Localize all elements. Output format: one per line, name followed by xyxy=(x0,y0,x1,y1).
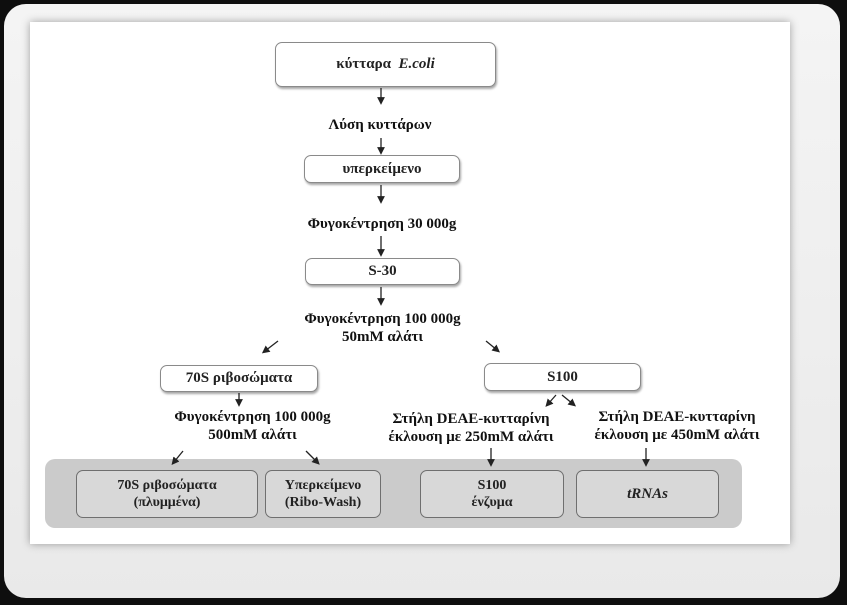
arrow-cent500-to-washed xyxy=(171,450,184,466)
node-s30: S-30 xyxy=(305,258,460,285)
node-enzyme-line1: S100 xyxy=(477,478,507,493)
label-deae-450-line2: έκλουση με 450mM αλάτι xyxy=(594,427,760,443)
node-s100: S100 xyxy=(484,363,641,391)
node-ecoli-cells: κύτταρα E.coli xyxy=(275,42,496,87)
node-ribowash-line1: Υπερκείμενο xyxy=(284,478,362,493)
label-deae-250-line2: έκλουση με 250mM αλάτι xyxy=(388,429,554,445)
node-enzyme-line2: ένζυμα xyxy=(471,495,513,510)
arrow-s100-to-deae250 xyxy=(545,394,557,407)
node-washed-line2: (πλυμμένα) xyxy=(133,495,201,510)
node-washed-ribosomes: 70S ριβοσώματα (πλυμμένα) xyxy=(76,470,258,518)
node-s100-enzymes: S100 ένζυμα xyxy=(420,470,564,518)
node-70s-label: 70S ριβοσώματα xyxy=(185,370,293,386)
label-deae-450-line1: Στήλη DEAE-κυτταρίνη xyxy=(598,409,756,425)
node-s100-label: S100 xyxy=(547,368,578,385)
node-ecoli-italic: E.coli xyxy=(398,56,435,72)
arrow-cent500-to-ribowash xyxy=(305,450,320,465)
arrow-s100-to-deae450 xyxy=(561,394,577,407)
arrow-cent100-to-70s xyxy=(261,340,279,354)
node-trnas: tRNAs xyxy=(576,470,719,518)
label-cell-lysis: Λύση κυττάρων xyxy=(328,117,432,133)
node-supernatant: υπερκείμενο xyxy=(304,155,460,183)
node-washed-line1: 70S ριβοσώματα xyxy=(117,478,217,493)
arrow-cent100-to-s100 xyxy=(485,340,501,353)
label-centrifugation-100000g-line2: 50mM αλάτι xyxy=(341,329,424,345)
node-supernatant-label: υπερκείμενο xyxy=(342,160,422,177)
label-centrifugation-30000g: Φυγοκέντρηση 30 000g xyxy=(307,216,457,232)
node-s30-label: S-30 xyxy=(368,263,397,279)
label-centrifugation-500mM-line2: 500mM αλάτι xyxy=(208,427,297,443)
node-ecoli-prefix: κύτταρα xyxy=(336,56,391,72)
label-deae-250-line1: Στήλη DEAE-κυτταρίνη xyxy=(392,411,550,427)
node-ribowash-line2: (Ribo-Wash) xyxy=(284,495,362,510)
node-ribo-wash: Υπερκείμενο (Ribo-Wash) xyxy=(265,470,381,518)
label-centrifugation-500mM-line1: Φυγοκέντρηση 100 000g xyxy=(174,409,331,425)
label-centrifugation-100000g-line1: Φυγοκέντρηση 100 000g xyxy=(304,311,461,327)
node-70s-ribosomes: 70S ριβοσώματα xyxy=(160,365,318,392)
node-trnas-label: tRNAs xyxy=(627,485,668,502)
